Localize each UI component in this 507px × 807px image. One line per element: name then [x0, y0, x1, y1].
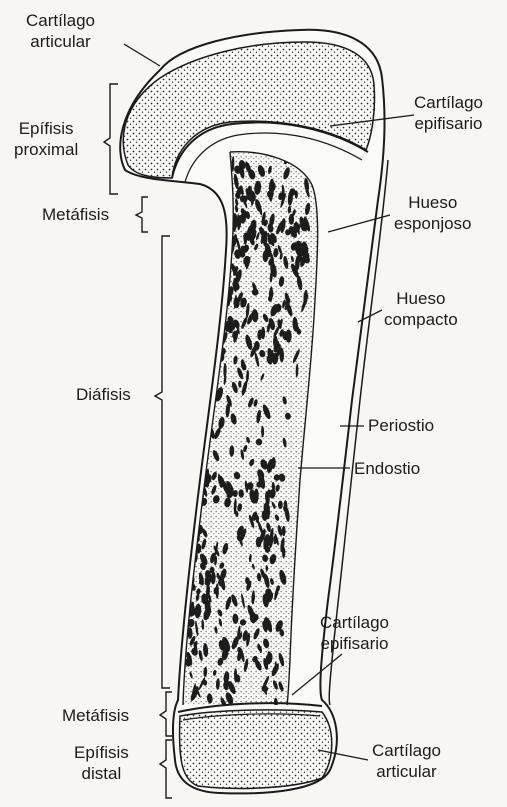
trabecula-mark: [216, 583, 219, 598]
distal-epiphysis: [180, 710, 332, 788]
label-epifisis-proximal: Epífisis proximal: [14, 118, 78, 160]
label-cartilago-epifisario-bottom: Cartílago epifisario: [320, 612, 389, 654]
bracket-metafisis-top: [136, 197, 148, 232]
label-metafisis-bottom: Metáfisis: [62, 705, 129, 726]
trabecula-mark: [282, 526, 286, 536]
trabecula-mark: [271, 289, 274, 298]
label-cartilago-articular-top: Cartílago articular: [26, 10, 95, 52]
trabecula-mark: [261, 327, 265, 339]
label-diafisis: Diáfisis: [76, 384, 131, 405]
bracket-metafisis-bottom: [160, 692, 172, 736]
brackets: [104, 84, 172, 798]
label-endostio: Endostio: [354, 458, 420, 479]
label-epifisis-distal: Epífisis distal: [74, 742, 129, 784]
label-cartilago-articular-bottom: Cartílago articular: [372, 740, 441, 782]
label-cartilago-epifisario-top: Cartílago epifisario: [414, 92, 483, 134]
label-hueso-compacto: Hueso compacto: [384, 288, 458, 330]
label-periostio: Periostio: [368, 415, 434, 436]
label-hueso-esponjoso: Hueso esponjoso: [394, 192, 472, 234]
bracket-epifisis-distal: [160, 740, 172, 798]
label-metafisis-top: Metáfisis: [42, 204, 109, 225]
bracket-diafisis: [155, 236, 170, 688]
bracket-epifisis-proximal: [104, 84, 118, 194]
